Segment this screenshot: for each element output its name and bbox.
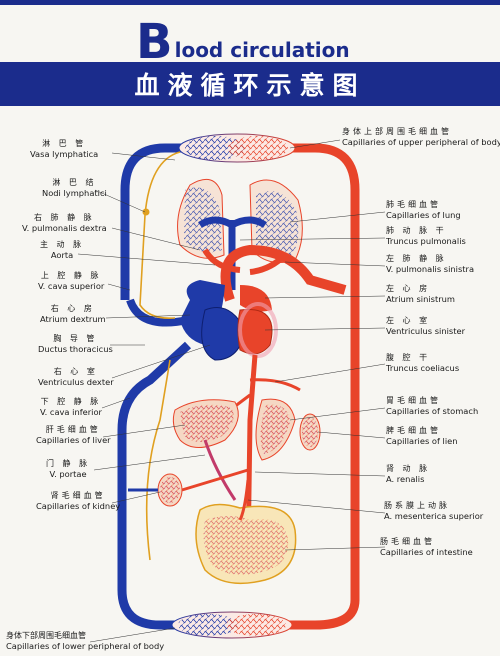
aorta-arch bbox=[220, 244, 347, 302]
title-rest: lood circulation bbox=[174, 38, 350, 62]
left-lung-capillaries bbox=[256, 190, 299, 257]
truncus-coeliacus bbox=[249, 378, 301, 392]
title-chinese: 血液循环示意图 bbox=[134, 71, 366, 100]
title-band: 血液循环示意图 bbox=[0, 62, 500, 106]
title-english: B lood circulation bbox=[136, 14, 350, 70]
lymph-vessel-upper bbox=[139, 151, 181, 320]
stomach-capillaries bbox=[260, 404, 290, 454]
leader-lines-right bbox=[89, 139, 386, 643]
lower-capillary-venous bbox=[178, 614, 238, 636]
right-ventricle bbox=[201, 307, 246, 361]
intestine-capillaries bbox=[203, 516, 289, 575]
top-border bbox=[0, 0, 500, 5]
spleen-capillaries bbox=[302, 417, 318, 447]
title-initial: B bbox=[136, 14, 173, 70]
systemic-artery-loop bbox=[262, 143, 360, 630]
leader-lines-left bbox=[77, 152, 216, 504]
renal-artery bbox=[181, 468, 249, 492]
superior-mesenteric-artery bbox=[238, 479, 250, 521]
liver-capillaries bbox=[180, 404, 234, 442]
inferior-vena-cava bbox=[117, 341, 200, 630]
superior-vena-cava bbox=[126, 298, 189, 327]
kidney-capillaries bbox=[160, 477, 180, 503]
upper-capillary-venous bbox=[185, 136, 245, 160]
lymph-node bbox=[142, 208, 150, 216]
portal-vein bbox=[203, 439, 237, 501]
thoracic-duct bbox=[145, 359, 171, 561]
lower-capillary-arterial bbox=[226, 614, 286, 636]
upper-venous-loop bbox=[120, 143, 205, 300]
upper-capillary-arterial bbox=[228, 136, 288, 160]
